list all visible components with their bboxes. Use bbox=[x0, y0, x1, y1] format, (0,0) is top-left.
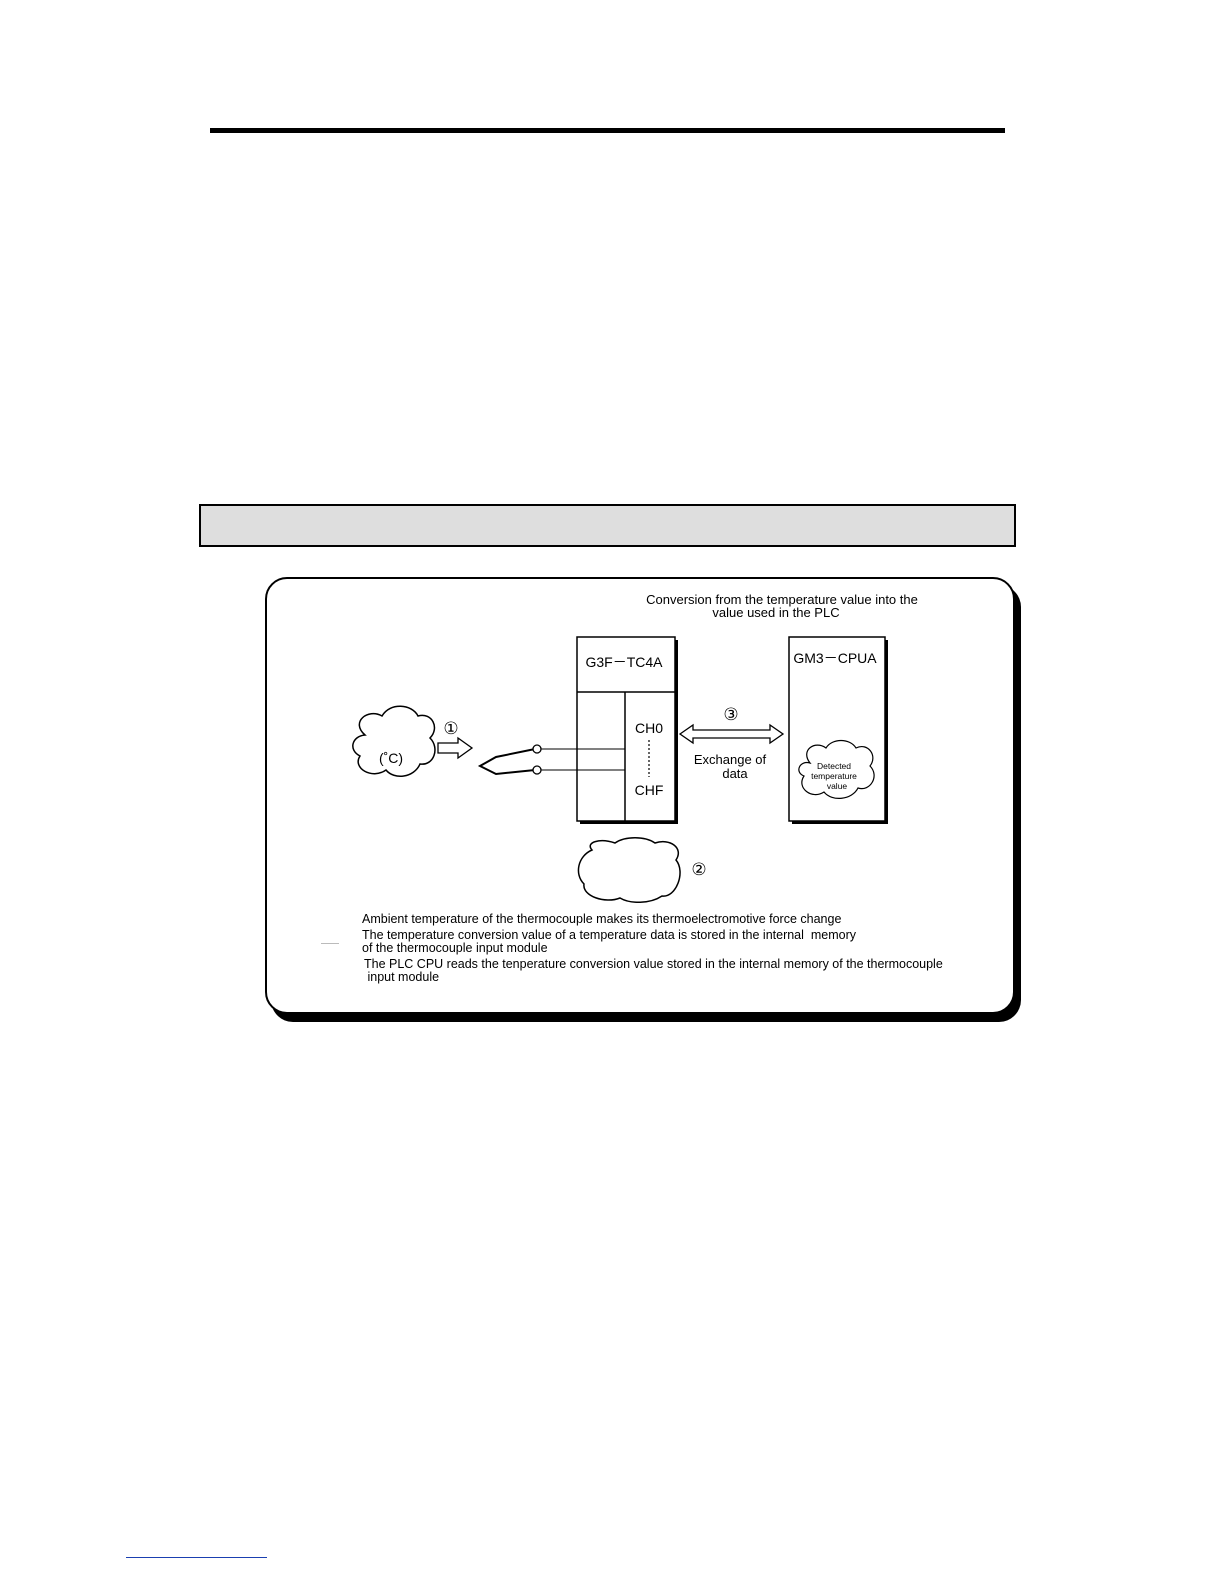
footer-rule bbox=[126, 1557, 267, 1558]
channel-last-label: CHF bbox=[635, 782, 664, 798]
legend-item-2-line-1: The temperature conversion value of a te… bbox=[362, 928, 857, 942]
legend-item-1: Ambient temperature of the thermocouple … bbox=[362, 912, 842, 926]
legend-item-2-line-2: of the thermocouple input module bbox=[362, 941, 548, 955]
exchange-line-2: data bbox=[722, 766, 748, 781]
ambient-label: (˚C) bbox=[379, 750, 403, 766]
step-3-marker: ③ bbox=[723, 705, 738, 725]
exchange-arrow-icon bbox=[678, 723, 785, 745]
caption-line-1: Conversion from the temperature value in… bbox=[646, 592, 918, 607]
legend-item-3-line-1: The PLC CPU reads the tenperature conver… bbox=[364, 957, 943, 971]
caption-line-2: value used in the PLC bbox=[712, 605, 839, 620]
terminal-icon bbox=[532, 744, 542, 754]
detected-line-2: temperature bbox=[811, 771, 857, 781]
cpu-label: GM3－CPUA bbox=[793, 650, 877, 666]
detected-line-3: value bbox=[827, 781, 848, 791]
cpu-module: GM3－CPUA Detected temperature value bbox=[788, 636, 888, 824]
stray-mark bbox=[321, 943, 339, 944]
conversion-cloud bbox=[577, 837, 681, 903]
exchange-line-1: Exchange of bbox=[694, 752, 767, 767]
terminal-icon bbox=[532, 765, 542, 775]
header-rule bbox=[210, 128, 1005, 133]
step-2-marker: ② bbox=[691, 860, 706, 880]
legend-item-3-line-2: input module bbox=[364, 970, 440, 984]
channel-first-label: CH0 bbox=[635, 720, 663, 736]
detected-value-cloud bbox=[798, 739, 875, 799]
step-1-marker: ① bbox=[443, 719, 458, 739]
input-module: G3F－TC4A CH0 CHF bbox=[576, 636, 678, 824]
thermocouple-wires bbox=[477, 744, 625, 776]
detected-line-1: Detected bbox=[817, 761, 851, 771]
section-heading-bar bbox=[199, 504, 1016, 547]
ambient-temperature-cloud: (˚C) bbox=[352, 705, 436, 777]
module-label: G3F－TC4A bbox=[585, 654, 663, 670]
heat-arrow-icon bbox=[437, 736, 474, 760]
